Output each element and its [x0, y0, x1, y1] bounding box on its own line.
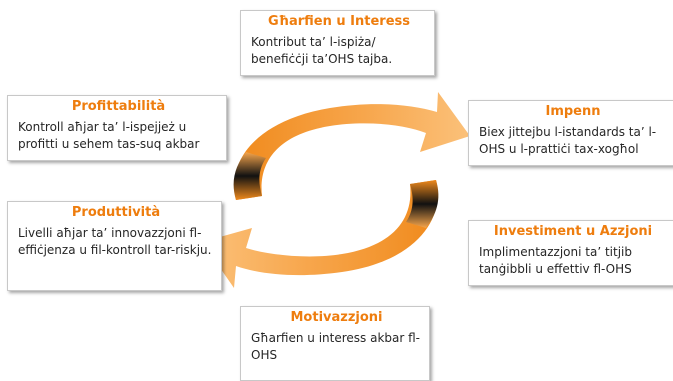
box-title: Motivazzjoni	[290, 310, 383, 325]
box-body: Livelli aħjar ta’ innovazzjoni fl-effiċj…	[18, 226, 212, 257]
box-profittabilita: Profittabilità Kontroll aħjar ta’ l-ispe…	[7, 95, 227, 161]
circular-arrow-right-icon	[233, 92, 470, 200]
box-gharfien-u-interess: Għarfien u Interess Kontribut ta’ l-ispi…	[240, 10, 435, 76]
box-impenn: Impenn Biex jittejbu l-istandards ta’ l-…	[468, 100, 673, 166]
box-title: Produttività	[71, 205, 161, 220]
box-title: Investiment u Azzjoni	[493, 224, 653, 239]
box-body: Għarfien u interess akbar fl-OHS	[251, 331, 421, 362]
box-title: Għarfien u Interess	[268, 14, 410, 29]
box-body: Biex jittejbu l-istandards ta’ l-OHS u l…	[479, 125, 657, 156]
box-motivazzjoni: Motivazzjoni Għarfien u interess akbar f…	[240, 306, 430, 381]
box-title: Profittabilità	[71, 99, 166, 114]
circular-arrow-left-icon	[202, 180, 439, 288]
box-body: Kontroll aħjar ta’ l-ispejjeż u profitti…	[18, 120, 200, 151]
box-title: Impenn	[545, 104, 601, 119]
box-body: Kontribut ta’ l-ispiża/ benefiċċji ta’OH…	[251, 35, 393, 66]
box-produttivita: Produttività Livelli aħjar ta’ innovazzj…	[7, 201, 222, 291]
box-investiment-u-azzjoni: Investiment u Azzjoni Implimentazzjoni t…	[468, 220, 673, 286]
box-body: Implimentazzjoni ta’ titjib tanġibbli u …	[479, 245, 632, 276]
